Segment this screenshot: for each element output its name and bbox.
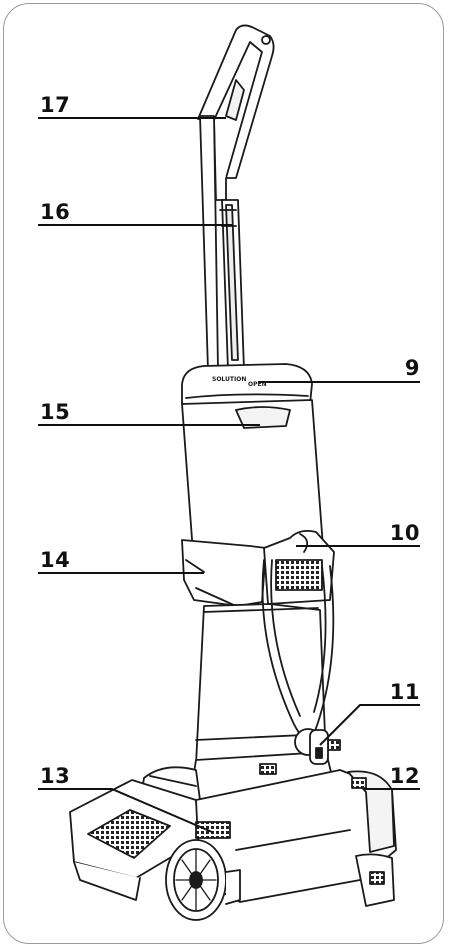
cord-hook bbox=[263, 529, 335, 605]
handle-tube bbox=[199, 115, 245, 371]
leader-11 bbox=[319, 704, 420, 746]
callout-15: 15 bbox=[40, 400, 71, 424]
leader-13 bbox=[38, 788, 213, 833]
handle-grip bbox=[197, 24, 275, 201]
tank-top: SOLUTION OPEN bbox=[181, 363, 313, 405]
callout-14: 14 bbox=[40, 548, 71, 572]
cord-clip bbox=[294, 728, 329, 765]
open-lid-text: OPEN bbox=[248, 381, 267, 388]
floor-head bbox=[69, 766, 397, 907]
callout-12: 12 bbox=[389, 764, 420, 788]
callout-leaders bbox=[38, 117, 420, 833]
callout-11: 11 bbox=[389, 680, 420, 704]
callout-13: 13 bbox=[40, 764, 71, 788]
rear-wheel bbox=[165, 839, 241, 921]
callout-17: 17 bbox=[40, 93, 71, 117]
carry-handle bbox=[181, 539, 267, 607]
callout-16: 16 bbox=[40, 200, 71, 224]
solution-button-text: SOLUTION bbox=[212, 376, 246, 383]
callout-10: 10 bbox=[389, 521, 420, 545]
figure-frame bbox=[3, 3, 444, 944]
callout-9: 9 bbox=[404, 356, 420, 380]
power-cord bbox=[261, 559, 335, 743]
